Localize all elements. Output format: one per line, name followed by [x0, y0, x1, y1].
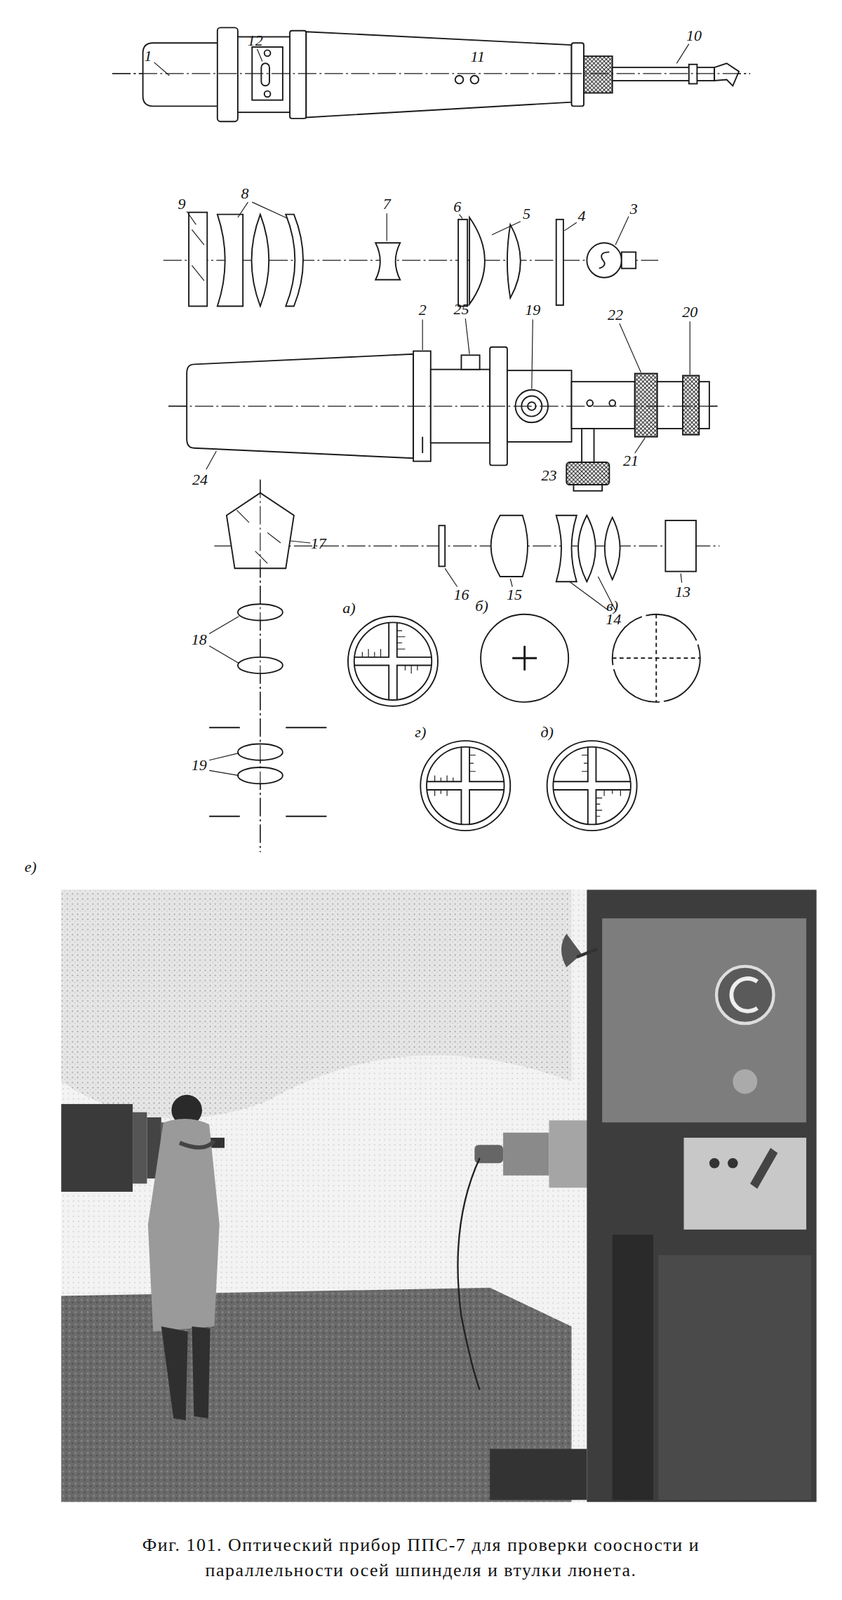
figure-letter: а) — [341, 600, 356, 617]
callout-number: 9 — [176, 196, 186, 212]
figure-letter: д) — [539, 724, 554, 741]
figure-caption: Фиг. 101. Оптический прибор ППС-7 для пр… — [77, 1533, 765, 1585]
workshop-photo — [61, 890, 817, 1503]
callout-number: 14 — [604, 611, 622, 628]
callout-number: 24 — [191, 472, 209, 488]
callout-number: 23 — [540, 468, 558, 484]
callout-number: 7 — [382, 196, 392, 212]
callout-number: 20 — [681, 304, 699, 320]
callout-number: 10 — [685, 28, 703, 44]
callout-number: 12 — [246, 32, 264, 49]
callout-number: 1 — [143, 48, 153, 64]
callout-number: 2 — [418, 302, 428, 318]
callout-number: 22 — [606, 307, 624, 323]
callout-number: 25 — [452, 301, 470, 318]
callout-number: 13 — [674, 584, 692, 600]
callout-number: 8 — [240, 185, 250, 202]
figure-letter: б) — [474, 598, 489, 614]
callout-number: 3 — [629, 201, 639, 217]
figure-letter: г) — [413, 724, 427, 741]
callout-number: 17 — [310, 536, 327, 552]
collimator-optics — [163, 202, 659, 306]
callout-number: 19 — [524, 302, 541, 318]
callout-number: 5 — [522, 206, 532, 222]
collimator-drawing — [112, 27, 751, 122]
telescope-drawing — [168, 318, 720, 492]
callout-number: 19 — [190, 757, 208, 774]
callout-number: 16 — [452, 587, 470, 603]
figure-letter: в) — [605, 598, 619, 614]
callout-number: 6 — [452, 199, 462, 215]
figure-letter: е) — [23, 859, 38, 875]
callout-number: 11 — [470, 49, 486, 65]
callout-number: 18 — [190, 632, 208, 648]
telescope-optics — [209, 479, 720, 853]
callout-number: 21 — [622, 453, 640, 469]
callout-number: 15 — [505, 587, 523, 603]
callout-number: 4 — [577, 208, 587, 224]
reticle-views — [348, 614, 701, 831]
